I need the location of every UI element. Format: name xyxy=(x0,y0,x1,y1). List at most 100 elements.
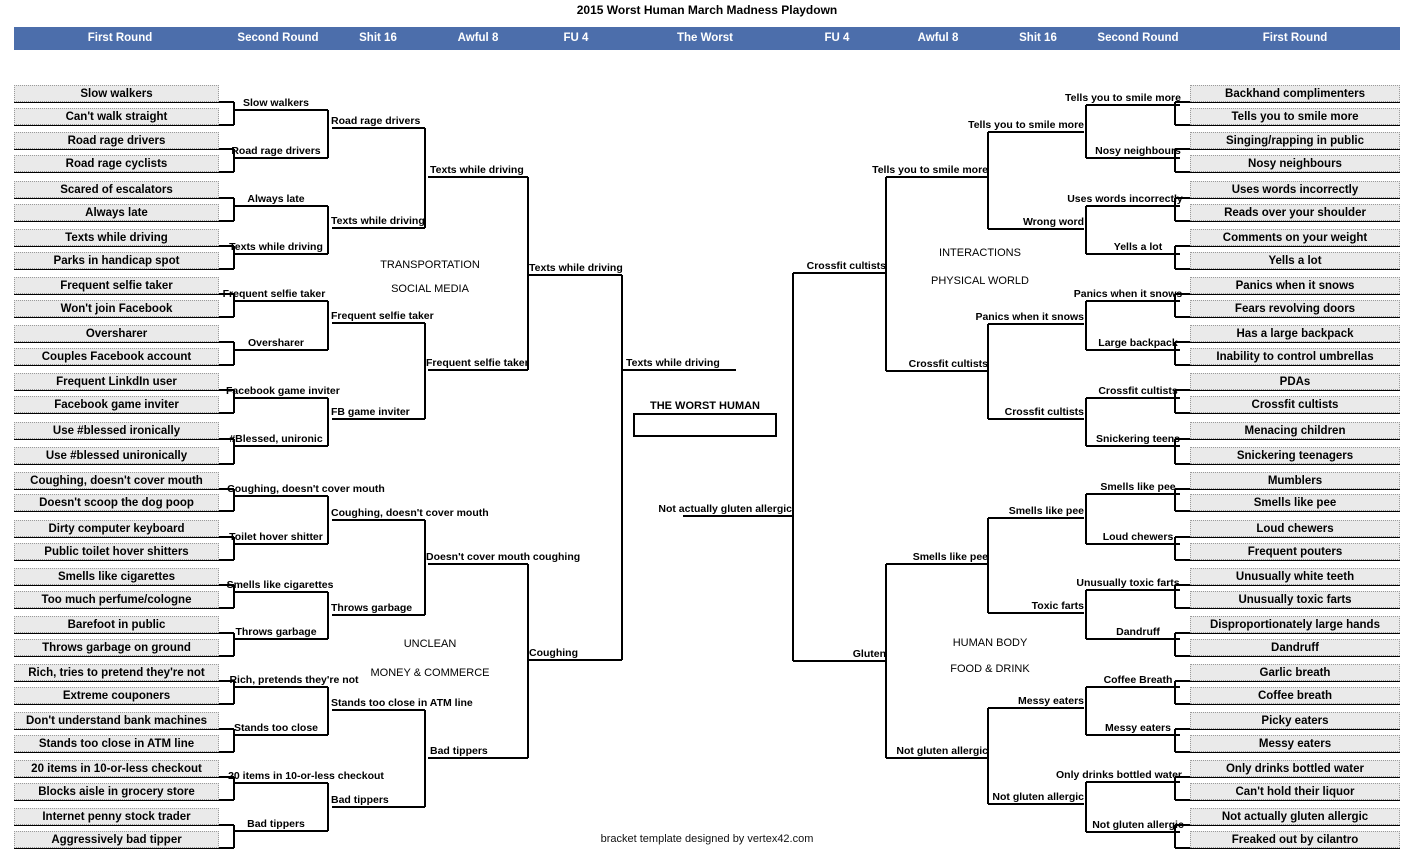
right-r2-label-15[interactable]: Not gluten allergic xyxy=(1092,819,1184,831)
left-r2-label-6[interactable]: Facebook game inviter xyxy=(226,385,340,397)
right-r3-label-6[interactable]: Messy eaters xyxy=(1018,695,1084,707)
left-r2-label-2[interactable]: Always late xyxy=(247,193,305,205)
left-slot-18[interactable]: Dirty computer keyboard xyxy=(14,520,219,537)
right-slot-26[interactable]: Picky eaters xyxy=(1190,712,1400,729)
left-slot-31[interactable]: Aggressively bad tipper xyxy=(14,831,219,848)
right-slot-15[interactable]: Snickering teenagers xyxy=(1190,447,1400,464)
left-r3-label-0[interactable]: Road rage drivers xyxy=(331,115,421,127)
right-r2-label-10[interactable]: Unusually toxic farts xyxy=(1076,577,1180,589)
left-slot-4[interactable]: Scared of escalators xyxy=(14,181,219,198)
right-r3-label-4[interactable]: Smells like pee xyxy=(1008,505,1084,517)
right-slot-29[interactable]: Can't hold their liquor xyxy=(1190,783,1400,800)
left-slot-25[interactable]: Extreme couponers xyxy=(14,687,219,704)
right-r2-label-14[interactable]: Only drinks bottled water xyxy=(1055,769,1183,781)
left-r2-label-9[interactable]: Toilet hover shitter xyxy=(229,531,323,543)
right-slot-5[interactable]: Reads over your shoulder xyxy=(1190,204,1400,221)
right-r3-label-1[interactable]: Wrong word xyxy=(1022,216,1084,228)
right-slot-10[interactable]: Has a large backpack xyxy=(1190,325,1400,342)
right-slot-23[interactable]: Dandruff xyxy=(1190,639,1400,656)
right-slot-30[interactable]: Not actually gluten allergic xyxy=(1190,808,1400,825)
left-r5-label-0[interactable]: Texts while driving xyxy=(529,262,623,274)
right-r2-label-1[interactable]: Nosy neighbours xyxy=(1095,145,1181,157)
right-slot-18[interactable]: Loud chewers xyxy=(1190,520,1400,537)
right-r2-label-3[interactable]: Yells a lot xyxy=(1113,241,1163,253)
right-r2-label-6[interactable]: Crossfit cultists xyxy=(1098,385,1178,397)
left-slot-29[interactable]: Blocks aisle in grocery store xyxy=(14,783,219,800)
right-r3-label-0[interactable]: Tells you to smile more xyxy=(968,119,1084,131)
left-slot-13[interactable]: Facebook game inviter xyxy=(14,396,219,413)
left-r2-label-11[interactable]: Throws garbage xyxy=(235,626,317,638)
left-r3-label-1[interactable]: Texts while driving xyxy=(331,215,425,227)
champion-box[interactable] xyxy=(633,413,777,437)
right-slot-20[interactable]: Unusually white teeth xyxy=(1190,568,1400,585)
left-r2-label-7[interactable]: #Blessed, unironic xyxy=(229,433,323,445)
right-slot-8[interactable]: Panics when it snows xyxy=(1190,277,1400,294)
right-slot-2[interactable]: Singing/rapping in public xyxy=(1190,132,1400,149)
right-slot-25[interactable]: Coffee breath xyxy=(1190,687,1400,704)
right-slot-14[interactable]: Menacing children xyxy=(1190,422,1400,439)
left-slot-30[interactable]: Internet penny stock trader xyxy=(14,808,219,825)
right-slot-4[interactable]: Uses words incorrectly xyxy=(1190,181,1400,198)
right-r2-label-7[interactable]: Snickering teens xyxy=(1095,433,1181,445)
right-r2-label-2[interactable]: Uses words incorrectly xyxy=(1067,193,1183,205)
left-slot-15[interactable]: Use #blessed unironically xyxy=(14,447,219,464)
right-slot-27[interactable]: Messy eaters xyxy=(1190,735,1400,752)
left-r3-label-2[interactable]: Frequent selfie taker xyxy=(331,310,434,322)
left-final-label-0[interactable]: Texts while driving xyxy=(626,357,720,369)
right-r4-label-0[interactable]: Tells you to smile more xyxy=(872,164,988,176)
left-slot-17[interactable]: Doesn't scoop the dog poop xyxy=(14,494,219,511)
left-slot-7[interactable]: Parks in handicap spot xyxy=(14,252,219,269)
left-slot-5[interactable]: Always late xyxy=(14,204,219,221)
left-r3-label-3[interactable]: FB game inviter xyxy=(331,406,410,418)
left-slot-3[interactable]: Road rage cyclists xyxy=(14,155,219,172)
left-slot-11[interactable]: Couples Facebook account xyxy=(14,348,219,365)
right-slot-19[interactable]: Frequent pouters xyxy=(1190,543,1400,560)
left-r4-label-0[interactable]: Texts while driving xyxy=(430,164,524,176)
left-slot-8[interactable]: Frequent selfie taker xyxy=(14,277,219,294)
right-slot-12[interactable]: PDAs xyxy=(1190,373,1400,390)
right-r2-label-9[interactable]: Loud chewers xyxy=(1102,531,1174,543)
right-r5-label-1[interactable]: Gluten xyxy=(852,648,886,660)
left-r2-label-13[interactable]: Stands too close xyxy=(233,722,318,734)
right-slot-24[interactable]: Garlic breath xyxy=(1190,664,1400,681)
right-r2-label-4[interactable]: Panics when it snows xyxy=(1073,288,1183,300)
left-slot-10[interactable]: Oversharer xyxy=(14,325,219,342)
right-slot-17[interactable]: Smells like pee xyxy=(1190,494,1400,511)
left-r5-label-1[interactable]: Coughing xyxy=(529,647,578,659)
right-slot-9[interactable]: Fears revolving doors xyxy=(1190,300,1400,317)
right-r5-label-0[interactable]: Crossfit cultists xyxy=(806,260,886,272)
left-slot-2[interactable]: Road rage drivers xyxy=(14,132,219,149)
right-r2-label-11[interactable]: Dandruff xyxy=(1116,626,1160,638)
left-r2-label-0[interactable]: Slow walkers xyxy=(243,97,309,109)
right-slot-11[interactable]: Inability to control umbrellas xyxy=(1190,348,1400,365)
right-r3-label-3[interactable]: Crossfit cultists xyxy=(1004,406,1084,418)
left-slot-22[interactable]: Barefoot in public xyxy=(14,616,219,633)
left-slot-20[interactable]: Smells like cigarettes xyxy=(14,568,219,585)
right-slot-13[interactable]: Crossfit cultists xyxy=(1190,396,1400,413)
right-r4-label-3[interactable]: Not gluten allergic xyxy=(896,745,988,757)
left-r3-label-6[interactable]: Stands too close in ATM line xyxy=(331,697,473,709)
left-slot-21[interactable]: Too much perfume/cologne xyxy=(14,591,219,608)
left-r3-label-5[interactable]: Throws garbage xyxy=(331,602,413,614)
left-slot-12[interactable]: Frequent LinkdIn user xyxy=(14,373,219,390)
left-r2-label-8[interactable]: Coughing, doesn't cover mouth xyxy=(227,483,385,495)
right-r2-label-12[interactable]: Coffee Breath xyxy=(1103,674,1173,686)
right-slot-6[interactable]: Comments on your weight xyxy=(1190,229,1400,246)
left-r4-label-1[interactable]: Frequent selfie taker xyxy=(426,357,529,369)
left-r3-label-4[interactable]: Coughing, doesn't cover mouth xyxy=(331,507,489,519)
right-slot-16[interactable]: Mumblers xyxy=(1190,472,1400,489)
right-slot-1[interactable]: Tells you to smile more xyxy=(1190,108,1400,125)
left-r2-label-4[interactable]: Frequent selfie taker xyxy=(222,288,326,300)
left-slot-28[interactable]: 20 items in 10-or-less checkout xyxy=(14,760,219,777)
left-slot-26[interactable]: Don't understand bank machines xyxy=(14,712,219,729)
right-r4-label-1[interactable]: Crossfit cultists xyxy=(908,358,988,370)
right-r3-label-7[interactable]: Not gluten allergic xyxy=(992,791,1084,803)
right-r3-label-2[interactable]: Panics when it snows xyxy=(975,311,1084,323)
left-slot-9[interactable]: Won't join Facebook xyxy=(14,300,219,317)
right-slot-0[interactable]: Backhand complimenters xyxy=(1190,85,1400,102)
right-slot-31[interactable]: Freaked out by cilantro xyxy=(1190,831,1400,848)
right-slot-7[interactable]: Yells a lot xyxy=(1190,252,1400,269)
right-r2-label-8[interactable]: Smells like pee xyxy=(1100,481,1176,493)
right-slot-28[interactable]: Only drinks bottled water xyxy=(1190,760,1400,777)
left-r2-label-14[interactable]: 20 items in 10-or-less checkout xyxy=(228,770,384,782)
